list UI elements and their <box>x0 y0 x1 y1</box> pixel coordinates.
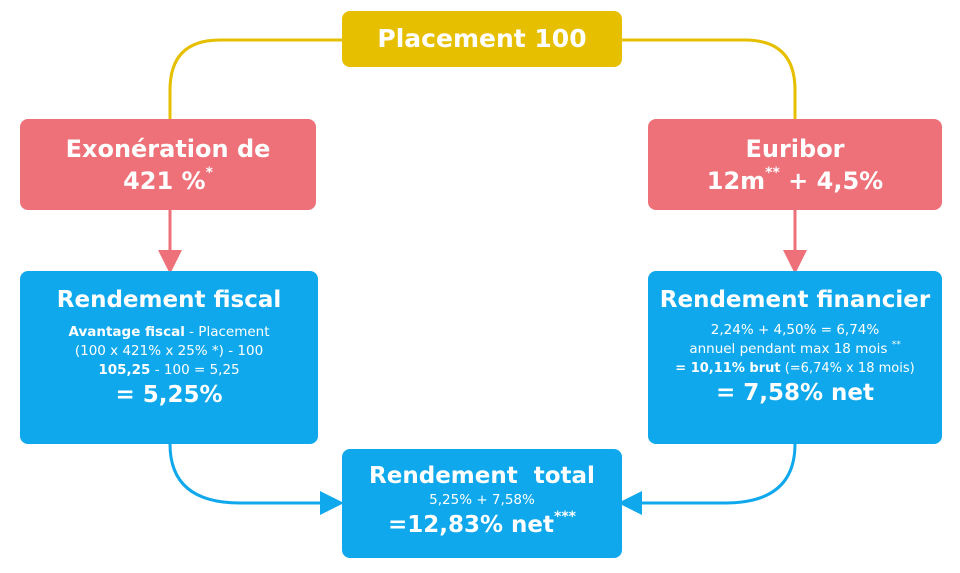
connector-top-left <box>168 38 342 119</box>
footnote-star: * <box>205 165 213 181</box>
euribor-box: Euribor 12m** + 4,5% <box>648 119 942 210</box>
arrow-left-blue <box>168 443 344 515</box>
financier-line2: annuel pendant max 18 mois ** <box>689 340 901 357</box>
fiscal-line2: (100 x 421% x 25% *) - 100 <box>74 343 264 359</box>
financier-line3: = 10,11% brut (=6,74% x 18 mois) <box>675 361 915 376</box>
rendement-fiscal-box: Rendement fiscal Avantage fiscal - Place… <box>20 271 318 444</box>
fiscal-line1: Avantage fiscal - Placement <box>68 324 270 340</box>
rendement-fiscal-title: Rendement fiscal <box>56 287 282 313</box>
rendement-total-title: Rendement total <box>369 463 595 489</box>
euribor-line1: Euribor <box>745 135 845 163</box>
fiscal-line3: 105,25 - 100 = 5,25 <box>98 362 240 378</box>
total-line1: 5,25% + 7,58% <box>429 492 535 508</box>
footnote-stars: ** <box>765 165 780 181</box>
exoneration-line2: 421 %* <box>123 165 213 195</box>
financier-result: = 7,58% net <box>715 380 875 406</box>
exoneration-box: Exonération de 421 %* <box>20 119 316 210</box>
rendement-financier-title: Rendement financier <box>659 287 931 313</box>
arrow-right-blue <box>618 443 797 515</box>
exoneration-line1: Exonération de <box>65 135 271 163</box>
rendement-financier-box: Rendement financier 2,24% + 4,50% = 6,74… <box>648 271 942 444</box>
placement-title: Placement 100 <box>377 24 587 53</box>
total-result: =12,83% net*** <box>387 509 576 538</box>
fiscal-result: = 5,25% <box>115 382 223 408</box>
financier-line1: 2,24% + 4,50% = 6,74% <box>710 322 880 338</box>
connector-top-right <box>622 38 797 119</box>
euribor-line2: 12m** + 4,5% <box>706 165 884 195</box>
placement-box: Placement 100 <box>342 11 622 67</box>
rendement-total-box: Rendement total 5,25% + 7,58% =12,83% ne… <box>342 449 622 558</box>
